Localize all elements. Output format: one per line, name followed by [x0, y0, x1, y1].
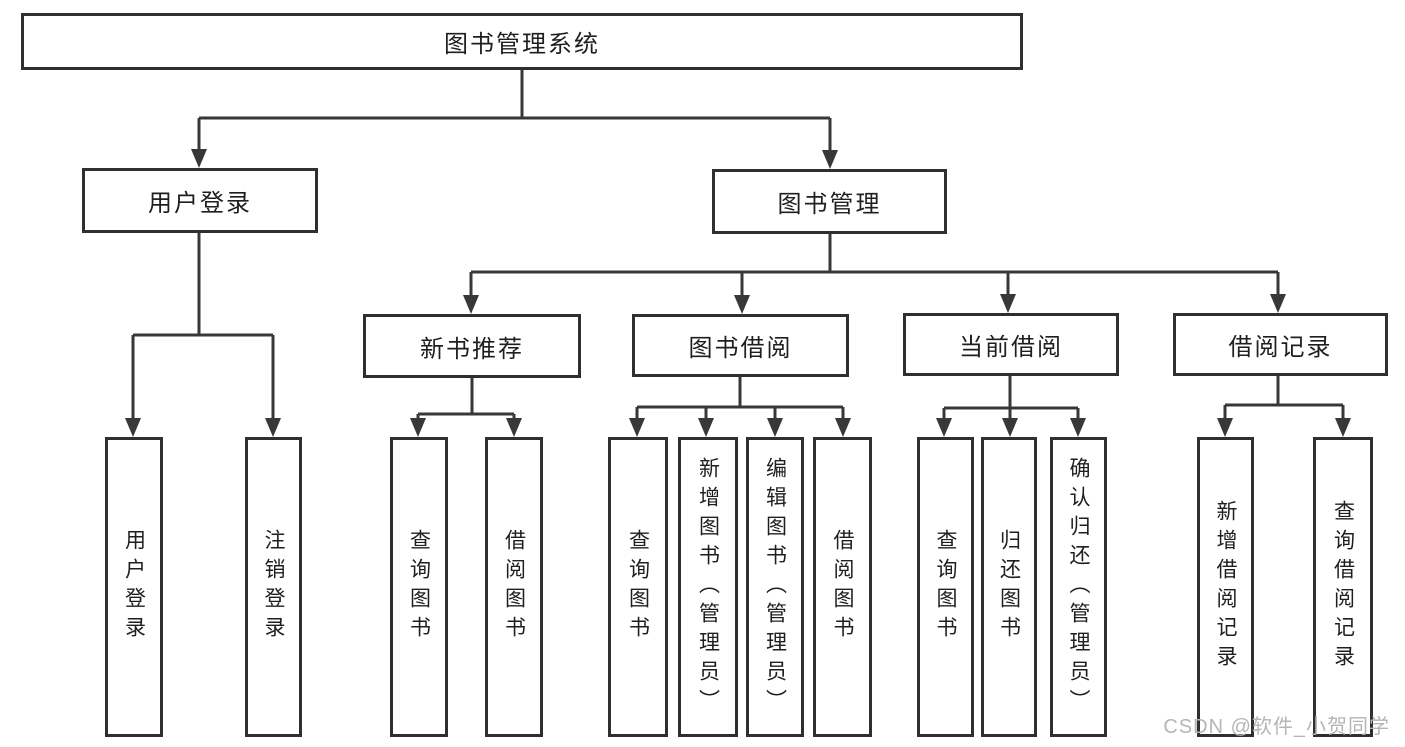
node-book-borrow-label: 图书借阅: [688, 335, 793, 362]
connector-book-mgmt-to-level3: [463, 234, 1286, 314]
node-leaf-logout: 注销登录: [245, 437, 302, 737]
node-leaf-edit-books-admin-label: 编辑图书（管理员）: [763, 456, 787, 718]
node-leaf-query-books-borrow-label: 查询图书: [626, 529, 650, 645]
connector-current-borrow-to-leaves: [936, 376, 1086, 437]
node-current-borrow-label: 当前借阅: [959, 334, 1063, 361]
node-current-borrow: 当前借阅: [903, 313, 1119, 376]
node-leaf-borrow-books: 借阅图书: [813, 437, 872, 737]
node-leaf-borrow-books-label: 借阅图书: [831, 529, 854, 645]
node-library-system-label: 图书管理系统: [444, 31, 600, 58]
node-leaf-return-books-label: 归还图书: [997, 529, 1021, 645]
node-leaf-user-login-label: 用户登录: [122, 529, 146, 645]
node-leaf-query-borrow-record: 查询借阅记录: [1313, 437, 1373, 737]
node-new-book-recommend-label: 新书推荐: [420, 335, 524, 363]
node-leaf-edit-books-admin: 编辑图书（管理员）: [746, 437, 804, 737]
node-leaf-query-books-recommend-label: 查询图书: [407, 529, 431, 645]
connector-new-book-to-leaves: [410, 378, 522, 437]
node-leaf-query-books-current-label: 查询图书: [934, 529, 957, 645]
node-library-system: 图书管理系统: [21, 13, 1023, 70]
node-borrow-records-label: 借阅记录: [1228, 334, 1333, 361]
node-leaf-query-books-borrow: 查询图书: [608, 437, 668, 737]
node-borrow-records: 借阅记录: [1173, 313, 1388, 376]
node-leaf-query-borrow-record-label: 查询借阅记录: [1331, 500, 1355, 674]
connector-book-borrow-to-leaves: [629, 377, 851, 437]
node-leaf-confirm-return-admin-label: 确认归还（管理员）: [1067, 456, 1090, 718]
node-book-management: 图书管理: [712, 169, 947, 234]
node-user-login: 用户登录: [82, 168, 318, 233]
node-user-login-label: 用户登录: [148, 190, 252, 217]
node-leaf-query-books-current: 查询图书: [917, 437, 974, 737]
node-leaf-logout-label: 注销登录: [262, 529, 285, 645]
node-leaf-borrow-books-recommend-label: 借阅图书: [502, 529, 526, 645]
node-leaf-user-login: 用户登录: [105, 437, 163, 737]
connector-user-login-to-leaves: [125, 233, 281, 437]
node-leaf-add-borrow-record-label: 新增借阅记录: [1214, 500, 1237, 674]
csdn-watermark: CSDN @软件_小贺同学: [1163, 716, 1390, 738]
node-leaf-add-books-admin-label: 新增图书（管理员）: [696, 456, 720, 718]
connector-borrow-records-to-leaves: [1217, 376, 1351, 437]
node-leaf-query-books-recommend: 查询图书: [390, 437, 448, 737]
node-book-management-label: 图书管理: [777, 191, 882, 218]
node-leaf-add-borrow-record: 新增借阅记录: [1197, 437, 1254, 737]
node-leaf-borrow-books-recommend: 借阅图书: [485, 437, 543, 737]
node-leaf-confirm-return-admin: 确认归还（管理员）: [1050, 437, 1107, 737]
node-book-borrow: 图书借阅: [632, 314, 849, 377]
connector-root-to-level2: [191, 68, 838, 169]
node-new-book-recommend: 新书推荐: [363, 314, 581, 378]
node-leaf-return-books: 归还图书: [981, 437, 1037, 737]
node-leaf-add-books-admin: 新增图书（管理员）: [678, 437, 738, 737]
